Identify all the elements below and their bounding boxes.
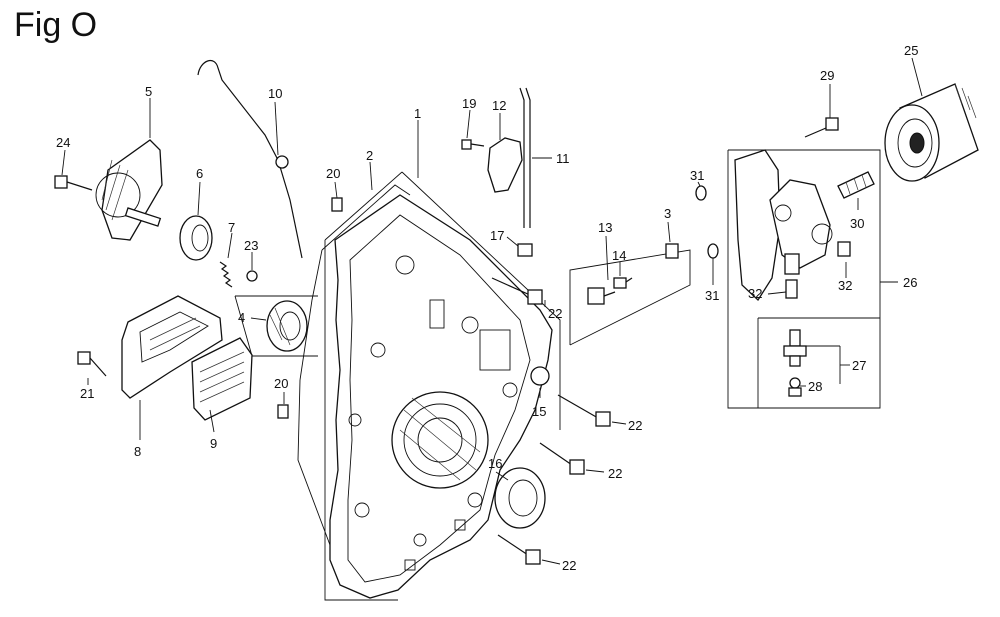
callout-19: 19 bbox=[462, 96, 476, 111]
bushing bbox=[179, 215, 213, 261]
callout-22c: 22 bbox=[608, 466, 622, 481]
callout-28: 28 bbox=[808, 379, 822, 394]
callout-22b: 22 bbox=[628, 418, 642, 433]
callout-3: 3 bbox=[664, 206, 671, 221]
callout-1: 1 bbox=[414, 106, 421, 121]
oil-pump-gear bbox=[95, 139, 163, 241]
callout-9: 9 bbox=[210, 436, 217, 451]
callout-14: 14 bbox=[612, 248, 626, 263]
strainer-screen bbox=[191, 337, 253, 421]
leader-lines bbox=[61, 57, 923, 565]
callout-20b: 20 bbox=[274, 376, 288, 391]
callout-8: 8 bbox=[134, 444, 141, 459]
callout-24: 24 bbox=[56, 135, 70, 150]
crankcase-cover bbox=[297, 184, 553, 599]
cap-plug bbox=[530, 366, 550, 386]
group-frames bbox=[234, 149, 881, 601]
plug-right bbox=[837, 241, 851, 257]
oil-seal-large bbox=[494, 467, 546, 529]
oil-filter-cartridge bbox=[884, 83, 979, 182]
callout-25: 25 bbox=[904, 43, 918, 58]
callout-32a: 32 bbox=[748, 286, 762, 301]
callout-22a: 22 bbox=[548, 306, 562, 321]
callout-6: 6 bbox=[196, 166, 203, 181]
threaded-nipple bbox=[837, 171, 875, 199]
callout-16: 16 bbox=[488, 456, 502, 471]
callout-20a: 20 bbox=[326, 166, 340, 181]
callout-11: 11 bbox=[556, 151, 570, 166]
clip-and-tube bbox=[487, 87, 531, 228]
callout-4: 4 bbox=[238, 310, 245, 325]
callout-10: 10 bbox=[268, 86, 282, 101]
callout-labels: 1 2 3 4 5 6 7 8 9 10 11 12 13 14 15 16 1… bbox=[56, 43, 918, 573]
oil-sensor bbox=[587, 277, 633, 305]
callout-31b: 31 bbox=[705, 288, 719, 303]
fitting-assembly bbox=[783, 329, 807, 397]
oil-seal-small bbox=[266, 300, 308, 352]
callout-5: 5 bbox=[145, 84, 152, 99]
washer-lower bbox=[707, 243, 719, 259]
nut bbox=[517, 243, 533, 257]
figure-title: Fig O bbox=[14, 6, 98, 44]
callout-29: 29 bbox=[820, 68, 834, 83]
oil-level-rod bbox=[197, 59, 303, 259]
callout-2: 2 bbox=[366, 148, 373, 163]
callout-21: 21 bbox=[80, 386, 94, 401]
callout-23: 23 bbox=[244, 238, 258, 253]
callout-7: 7 bbox=[228, 220, 235, 235]
check-ball bbox=[246, 270, 258, 282]
bolts bbox=[54, 117, 839, 565]
callout-22d: 22 bbox=[562, 558, 576, 573]
callout-31a: 31 bbox=[690, 168, 704, 183]
callout-12: 12 bbox=[492, 98, 506, 113]
oil-filter-base bbox=[734, 149, 833, 302]
callout-13: 13 bbox=[598, 220, 612, 235]
callout-30: 30 bbox=[850, 216, 864, 231]
washer-upper bbox=[695, 185, 707, 201]
callout-32b: 32 bbox=[838, 278, 852, 293]
callout-26: 26 bbox=[903, 275, 917, 290]
dowel-pin-upper bbox=[331, 197, 343, 212]
drain-plug bbox=[665, 243, 679, 259]
callout-27: 27 bbox=[852, 358, 866, 373]
dowel-pin-lower bbox=[277, 404, 289, 419]
plug-left bbox=[785, 279, 798, 299]
spring bbox=[219, 261, 233, 288]
strainer-cover bbox=[121, 295, 223, 399]
callout-17: 17 bbox=[490, 228, 504, 243]
callout-15: 15 bbox=[532, 404, 546, 419]
